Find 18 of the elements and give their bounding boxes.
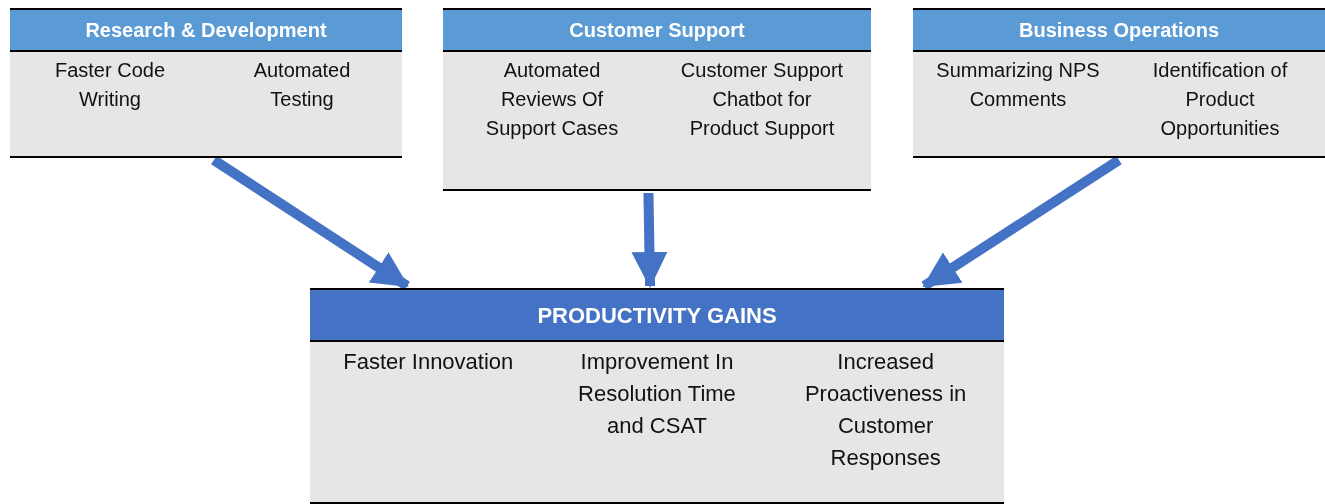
panel-header: PRODUCTIVITY GAINS — [310, 290, 1004, 342]
item-text: Improvement In Resolution Time and CSAT — [577, 348, 737, 440]
item-text: Increased Proactiveness in Customer Responses — [803, 348, 968, 472]
category-panel — [10, 8, 402, 158]
category-panel — [443, 8, 871, 191]
item-text: Automated Reviews Of Support Cases — [484, 58, 620, 141]
panel-header: Customer Support — [443, 10, 871, 52]
item-text: Faster Code Writing — [53, 58, 167, 112]
panel-header: Research & Development — [10, 10, 402, 52]
item-text: Summarizing NPS Comments — [935, 58, 1101, 112]
category-panel — [913, 8, 1325, 158]
item-text: Faster Innovation — [343, 348, 514, 376]
arrow — [631, 192, 668, 288]
item-text: Automated Testing — [252, 58, 352, 112]
category-panel — [310, 288, 1004, 504]
item-text: Customer Support Chatbot for Product Support — [679, 58, 845, 141]
item-text: Identification of Product Opportunities — [1151, 58, 1289, 141]
panel-header: Business Operations — [913, 10, 1325, 52]
